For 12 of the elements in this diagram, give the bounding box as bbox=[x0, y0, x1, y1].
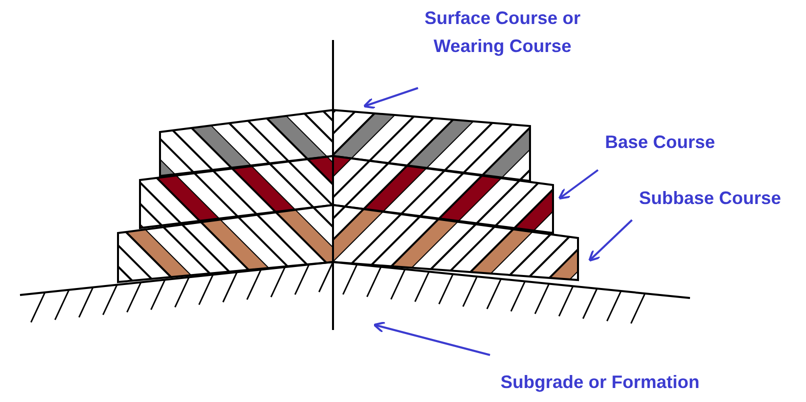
layer-label: Subgrade or Formation bbox=[470, 368, 730, 396]
layer-label: Base Course bbox=[590, 128, 730, 156]
surface-course-layer bbox=[159, 108, 531, 182]
arrow bbox=[558, 169, 599, 200]
layer-label: Subbase Course bbox=[625, 184, 795, 212]
arrow bbox=[588, 219, 633, 262]
subbase-course-layer bbox=[117, 204, 579, 284]
base-course-layer bbox=[139, 154, 554, 234]
arrow bbox=[363, 87, 418, 109]
arrow bbox=[373, 321, 490, 356]
layer-label: Surface Course or Wearing Course bbox=[420, 4, 585, 60]
ground-hatching-drawing bbox=[20, 261, 690, 324]
